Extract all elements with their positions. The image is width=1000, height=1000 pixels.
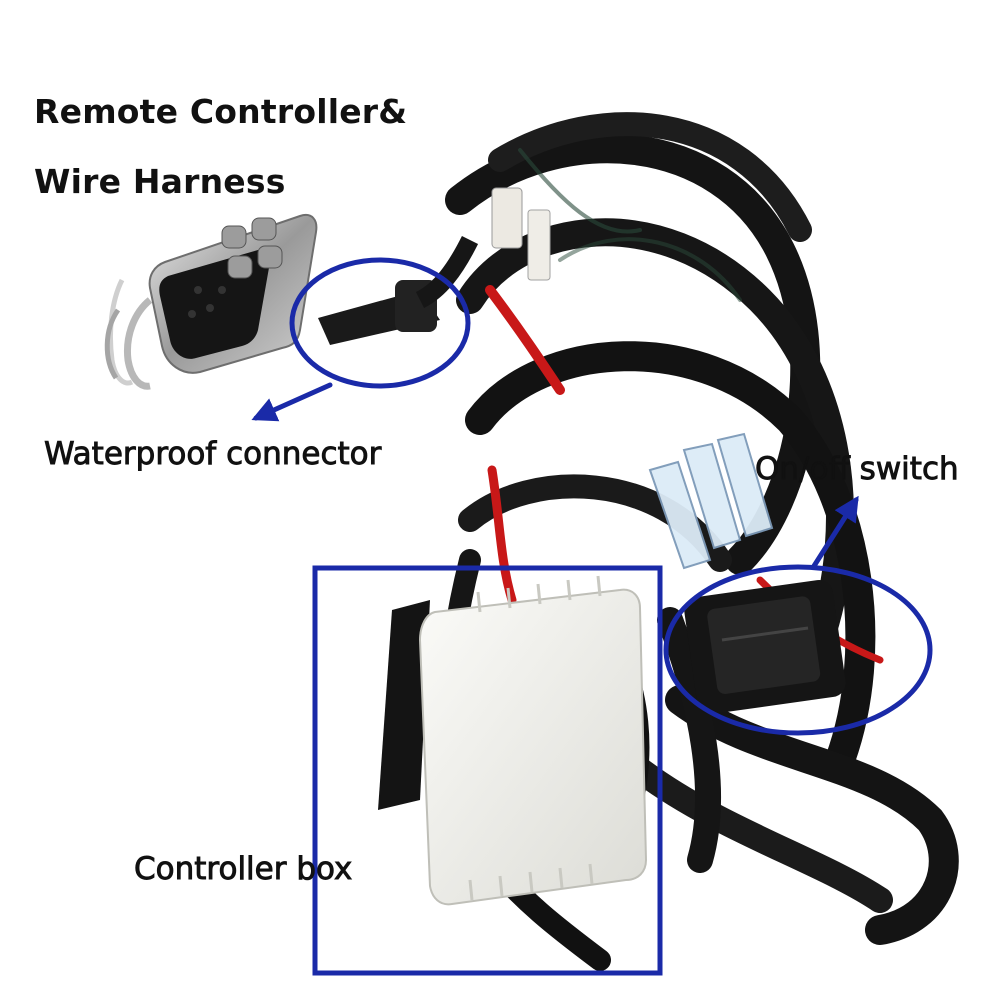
- controller-box-label: Controller box: [134, 851, 353, 888]
- rocker-switch: [684, 579, 846, 715]
- remote-controller-fob: [104, 214, 318, 390]
- title-line-1: Remote Controller&: [34, 92, 408, 131]
- waterproof-connector: [318, 187, 551, 345]
- controller-box: [378, 575, 648, 906]
- annotation-markers: [251, 257, 933, 976]
- spade-terminals: [648, 432, 774, 570]
- on-off-switch-highlight-ellipse: [663, 564, 933, 736]
- waterproof-connector-arrow: [251, 382, 333, 422]
- title-line-2: Wire Harness: [34, 162, 286, 201]
- controller-box-highlight-rect: [312, 565, 663, 976]
- on-off-switch-arrow: [811, 495, 859, 569]
- waterproof-connector-label: Waterproof connector: [44, 436, 382, 473]
- waterproof-connector-highlight-ellipse: [289, 257, 471, 389]
- on-off-switch-label: On/off switch: [755, 451, 960, 488]
